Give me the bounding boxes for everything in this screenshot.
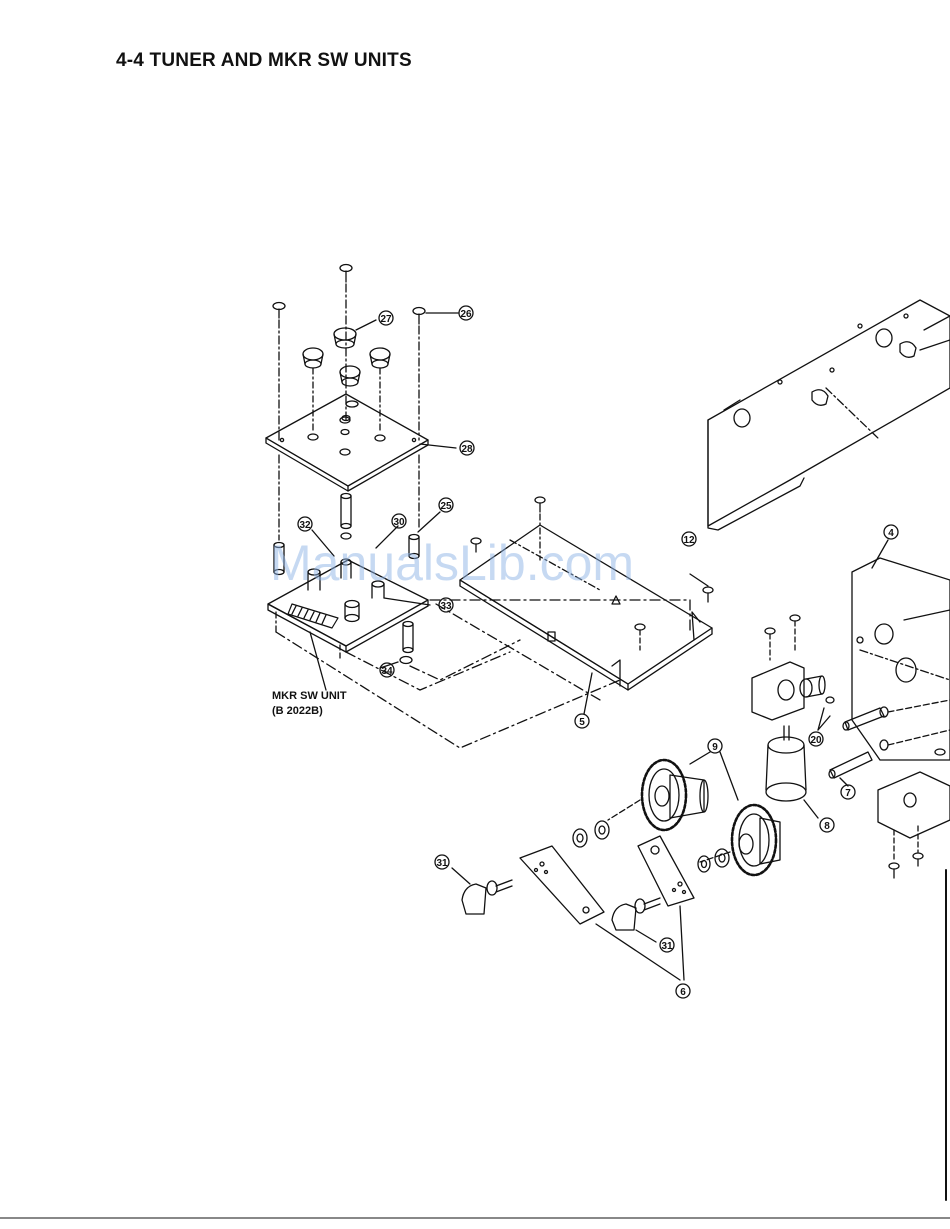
assembly-lines	[276, 600, 690, 748]
watermark: ManualsLib.com	[270, 535, 634, 591]
washers	[573, 821, 729, 872]
shafts	[818, 700, 950, 786]
tuner-chassis	[708, 300, 950, 530]
mkr-sw-unit-code: (B 2022B)	[272, 705, 323, 717]
callout-30: 30	[393, 517, 405, 528]
knobs-31	[452, 868, 660, 942]
callout-31-right: 31	[661, 941, 673, 952]
callout-26: 26	[460, 309, 472, 320]
plates-6	[520, 836, 694, 980]
top-screws	[273, 265, 458, 541]
callout-12: 12	[683, 535, 695, 546]
callout-27: 27	[380, 314, 392, 325]
callout-5: 5	[579, 717, 585, 728]
corner-bracket	[878, 749, 950, 878]
bracket-5	[460, 497, 713, 714]
callout-25: 25	[440, 501, 452, 512]
callout-numbers: 27 26 28 25 32 30 33 34 12 5 4 9 20 7 8 …	[299, 309, 894, 998]
callout-33: 33	[440, 601, 452, 612]
gears-9	[608, 752, 780, 875]
callout-31-left: 31	[436, 858, 448, 869]
callout-8: 8	[824, 821, 830, 832]
callout-7: 7	[845, 788, 851, 799]
callout-4: 4	[888, 528, 894, 539]
callout-6: 6	[680, 987, 686, 998]
mkr-sw-unit-label: MKR SW UNIT	[272, 690, 347, 702]
callout-20: 20	[810, 735, 822, 746]
page-edge	[0, 870, 950, 1218]
callout-32: 32	[299, 520, 311, 531]
mounting-plate-4	[852, 540, 950, 760]
callout-28: 28	[461, 444, 473, 455]
callout-circles	[298, 306, 898, 998]
motor-bracket	[752, 615, 834, 730]
callout-9: 9	[712, 742, 718, 753]
callout-34: 34	[381, 666, 393, 677]
front-panel-28	[266, 394, 456, 491]
